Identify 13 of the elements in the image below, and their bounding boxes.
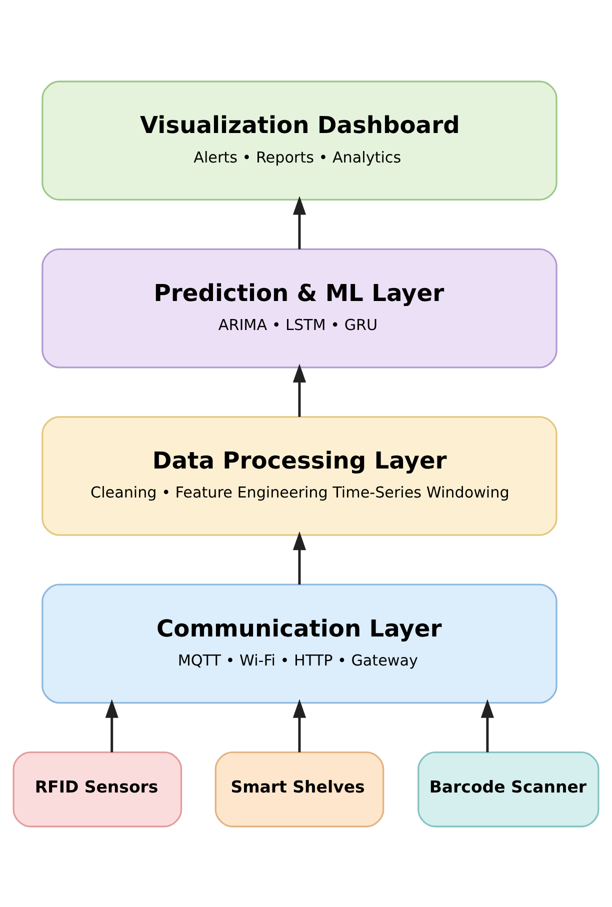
arrow [480, 698, 494, 752]
arrow [105, 698, 118, 752]
node-box: Prediction & ML Layer ARIMA • LSTM • GRU [42, 248, 558, 368]
node-box: Data Processing Layer Cleaning • Feature Engineering Time-Series Windowing [42, 416, 558, 536]
node-box: Communication Layer MQTT • Wi-Fi • HTTP • Gateway [42, 583, 558, 704]
arrow [292, 530, 306, 584]
arrow [292, 698, 306, 752]
node-box: RFID Sensors [12, 750, 182, 827]
node-box: Smart Shelves [214, 750, 384, 827]
arrow [292, 196, 306, 249]
node-box: Visualization Dashboard Alerts • Reports • Analytics [42, 80, 558, 200]
node-box: Barcode Scanner [418, 750, 600, 827]
arrow [292, 363, 306, 416]
